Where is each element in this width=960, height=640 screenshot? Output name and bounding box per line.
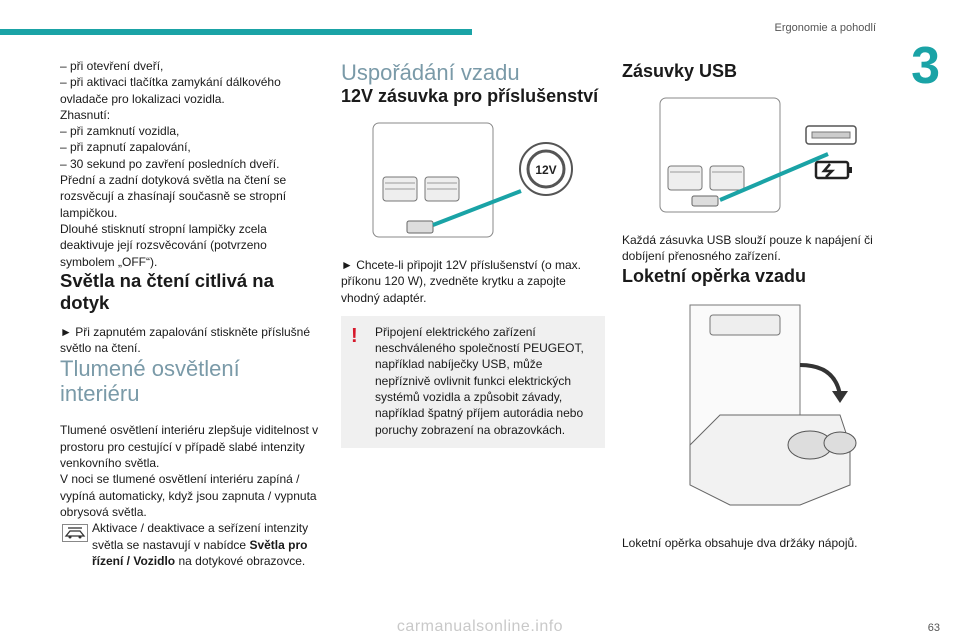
mood-text-1: Tlumené osvětlení interiéru zlepšuje vid… [60, 423, 319, 471]
column-2: Uspořádání vzadu 12V zásuvka pro přísluš… [341, 58, 605, 448]
curved-arrow-icon [799, 362, 842, 396]
warning-exclamation-icon: ! [351, 324, 358, 347]
heading-reading-lights: Světla na čtení citlivá na dotyk [60, 269, 274, 313]
intro-line: – při zapnutí zapalování, [60, 140, 191, 155]
intro-lines: – při otevření dveří, – při aktivaci tlač… [60, 58, 322, 270]
battery-charging-icon [814, 160, 852, 180]
intro-line: – 30 sekund po zavření posledních dveří. [60, 156, 280, 171]
heading-rear-armrest: Loketní opěrka vzadu [622, 265, 807, 286]
mood-icon-text-post: na dotykové obrazovce. [175, 553, 306, 568]
armrest-illustration [650, 294, 870, 525]
chapter-title: Ergonomie a pohodlí [774, 22, 876, 34]
warning-text: Připojení elektrického zařízení neschvál… [375, 324, 584, 437]
watermark: carmanualsonline.info [396, 618, 564, 635]
intro-line: lampičkou. [60, 205, 118, 220]
intro-line: ovladače pro lokalizaci vozidla. [60, 91, 225, 106]
column-3: Zásuvky USB Každá zásuvka USB slouží pou… [622, 58, 898, 551]
chapter-number: 3 [911, 37, 940, 95]
reading-lights-text: ► Při zapnutém zapalování stiskněte přís… [60, 324, 311, 356]
intro-line: symbolem „OFF“). [60, 254, 158, 269]
ambient-light-icon [62, 524, 88, 546]
page-number: 63 [927, 622, 940, 634]
heading-rear-layout: Uspořádání vzadu [341, 60, 520, 85]
intro-line: rozsvěcují a zhasínají současně se strop… [60, 189, 287, 204]
menu-path: Světla pro řízení / Vozidlo [92, 537, 308, 568]
warning-box: ! Připojení elektrického zařízení neschv… [341, 315, 605, 448]
heading-12v-socket: 12V zásuvka pro příslušenství [341, 86, 599, 106]
12v-socket-illustration: 12V [371, 121, 601, 241]
12v-socket-text: ► Chcete-li připojit 12V příslušenství (… [341, 258, 581, 305]
mood-icon-text-pre: Aktivace / deaktivace a seřízení intenzi… [92, 521, 309, 552]
mood-icon-paragraph: Aktivace / deaktivace a seřízení intenzi… [60, 520, 322, 569]
mood-text-2: V noci se tlumené osvětlení interiéru za… [60, 472, 317, 519]
intro-line: Dlouhé stisknutí stropní lampičky zcela [60, 221, 267, 236]
socket-label: 12V [535, 163, 556, 177]
intro-line: – při zamknutí vozidla, [60, 124, 180, 139]
header-accent-bar [0, 29, 472, 35]
usb-socket-illustration [658, 96, 898, 216]
usb-text: Každá zásuvka USB slouží pouze k napájen… [622, 233, 873, 264]
intro-line: deaktivuje její rozsvěcování (potvrzeno [60, 238, 267, 253]
armrest-text: Loketní opěrka obsahuje dva držáky nápoj… [622, 535, 858, 550]
heading-usb: Zásuvky USB [622, 61, 738, 81]
heading-mood-lighting: Tlumené osvětlení interiéru [60, 356, 240, 407]
intro-line: Přední a zadní dotyková světla na čtení … [60, 173, 287, 188]
intro-line: – při otevření dveří, [60, 59, 164, 73]
column-1: – při otevření dveří, – při aktivaci tlač… [60, 58, 322, 569]
intro-line: – při aktivaci tlačítka zamykání dálkové… [60, 75, 281, 90]
intro-line: Zhasnutí: [60, 107, 111, 122]
